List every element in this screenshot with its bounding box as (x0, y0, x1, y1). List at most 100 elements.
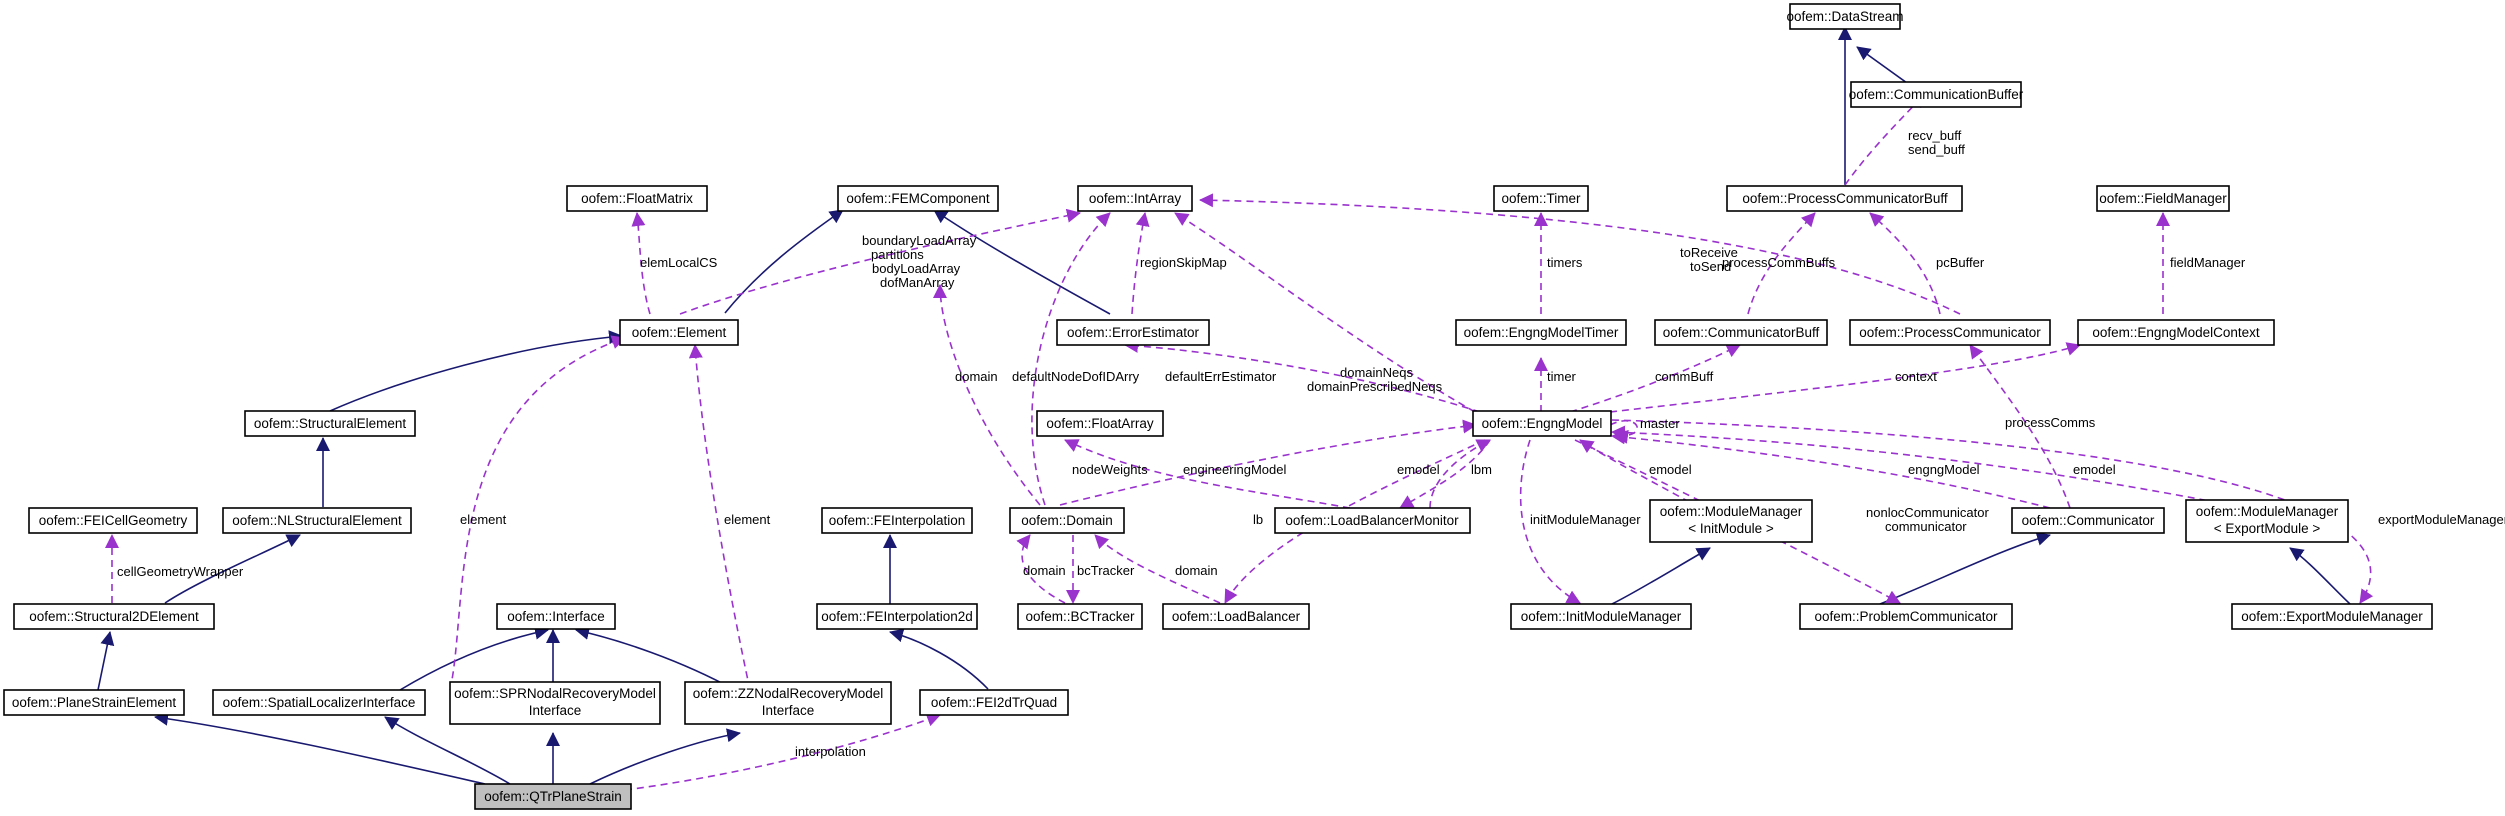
node-fei2dtrquad[interactable]: oofem::FEI2dTrQuad (919, 689, 1069, 716)
node-label: oofem::ZZNodalRecoveryModel (693, 686, 884, 701)
node-domain[interactable]: oofem::Domain (1009, 507, 1125, 534)
node-timer[interactable]: oofem::Timer (1493, 185, 1589, 212)
node-fieldmanager[interactable]: oofem::FieldManager (2096, 185, 2230, 212)
edge-label-emodel-comm: emodel (2073, 462, 2116, 477)
node-problemcommunicator[interactable]: oofem::ProblemCommunicator (1799, 603, 2013, 630)
edge-label-domain-lb: domain (1175, 563, 1218, 578)
node-exportmodulemanager[interactable]: oofem::ExportModuleManager (2231, 603, 2433, 630)
node-loadbalancermonitor[interactable]: oofem::LoadBalancerMonitor (1274, 507, 1471, 534)
node-nlstructuralelement[interactable]: oofem::NLStructuralElement (222, 507, 412, 534)
edge-problemcommunicator-communicator (1879, 532, 2051, 605)
node-label: oofem::IntArray (1089, 191, 1182, 206)
edge-nodeweights (1064, 439, 1351, 509)
edge-defaulterrestimator (1124, 338, 1481, 413)
edge-label-element-left: element (460, 512, 507, 527)
edge-qtrplanestrain-zznodal (589, 728, 741, 785)
node-errorestimator[interactable]: oofem::ErrorEstimator (1056, 319, 1210, 346)
node-label: < InitModule > (1688, 521, 1774, 536)
edge-label-boundaryloadarray: boundaryLoadArray (862, 233, 977, 248)
edge-domain-loadbalancer (1094, 534, 1221, 604)
edge-context (1609, 342, 2081, 413)
node-processcommunicatorbuff[interactable]: oofem::ProcessCommunicatorBuff (1726, 185, 1963, 212)
edge-errorestimator-femcomponent (933, 209, 1111, 315)
node-structuralelement[interactable]: oofem::StructuralElement (244, 410, 416, 437)
edge-label-domain-bc: domain (1023, 563, 1066, 578)
edge-engineeringmodel (1059, 419, 1477, 506)
edge-label-engineeringmodel: engineeringModel (1183, 462, 1286, 477)
node-bctracker[interactable]: oofem::BCTracker (1017, 603, 1143, 630)
node-label: < ExportModule > (2214, 521, 2321, 536)
edge-elemlocalcs (631, 212, 651, 315)
node-label: oofem::FloatMatrix (581, 191, 693, 206)
edge-label-bctracker: bcTracker (1077, 563, 1135, 578)
edge-label-emodel-mm: emodel (1649, 462, 1692, 477)
edge-label-defaulterrestimator: defaultErrEstimator (1165, 369, 1277, 384)
node-feinterpolation[interactable]: oofem::FEInterpolation (821, 507, 973, 534)
node-communicationbuffer[interactable]: oofem::CommunicationBuffer (1849, 81, 2024, 108)
edge-label-timer: timer (1547, 369, 1577, 384)
edge-label-toreceive: toReceive (1680, 245, 1738, 260)
node-engngmodel[interactable]: oofem::EngngModel (1472, 410, 1612, 437)
node-qtrplanestrain[interactable]: oofem::QTrPlaneStrain (474, 783, 632, 810)
node-datastream[interactable]: oofem::DataStream (1786, 3, 1904, 30)
node-loadbalancer[interactable]: oofem::LoadBalancer (1162, 603, 1310, 630)
edge-label-master: master (1640, 416, 1680, 431)
node-floatmatrix[interactable]: oofem::FloatMatrix (566, 185, 708, 212)
edge-label-cellgeometrywrapper: cellGeometryWrapper (117, 564, 244, 579)
node-label: Interface (529, 703, 582, 718)
edge-labels: recv_buff send_buff processCommBuffs pcB… (117, 128, 2505, 759)
node-communicatorbuff[interactable]: oofem::CommunicatorBuff (1654, 319, 1828, 346)
edge-structural2delement-nlstructuralelement (164, 534, 301, 604)
edge-label-defaultnodedofidarry: defaultNodeDofIDArry (1012, 369, 1140, 384)
edge-regionskipmap (1131, 212, 1150, 315)
node-modulemanager-init[interactable]: oofem::ModuleManager< InitModule > (1649, 499, 1813, 543)
node-modulemanager-export[interactable]: oofem::ModuleManager< ExportModule > (2185, 499, 2349, 543)
edge-label-lb: lb (1253, 512, 1263, 527)
node-element[interactable]: oofem::Element (619, 319, 739, 346)
node-label: oofem::CommunicationBuffer (1849, 87, 2024, 102)
node-initmodulemanager[interactable]: oofem::InitModuleManager (1510, 603, 1692, 630)
node-feicellgeometry[interactable]: oofem::FEICellGeometry (28, 507, 198, 534)
node-label: oofem::FieldManager (2099, 191, 2227, 206)
edge-emodel-export (1611, 425, 2231, 506)
node-intarray[interactable]: oofem::IntArray (1077, 185, 1193, 212)
edge-label-lbm: lbm (1471, 462, 1492, 477)
edge-label-communicator: communicator (1885, 519, 1967, 534)
node-engngmodelcontext[interactable]: oofem::EngngModelContext (2077, 319, 2275, 346)
edge-processcomms (1969, 344, 2071, 509)
node-label: oofem::FEInterpolation (829, 513, 966, 528)
node-femcomponent[interactable]: oofem::FEMComponent (837, 185, 999, 212)
node-label: oofem::ProcessCommunicatorBuff (1742, 191, 1948, 206)
node-communicator[interactable]: oofem::Communicator (2011, 507, 2165, 534)
edge-label-processcommbuffs: processCommBuffs (1722, 255, 1836, 270)
node-processcommunicator[interactable]: oofem::ProcessCommunicator (1849, 319, 2051, 346)
node-feinterpolation2d[interactable]: oofem::FEInterpolation2d (816, 603, 978, 630)
edge-processcommbuffs (1747, 212, 1816, 315)
edge-label-exportmodulemanager: exportModuleManager (2378, 512, 2505, 527)
edge-label-domain-top: domain (955, 369, 998, 384)
node-label: oofem::StructuralElement (254, 416, 407, 431)
node-structural2delement[interactable]: oofem::Structural2DElement (13, 603, 215, 630)
node-label: oofem::SpatialLocalizerInterface (223, 695, 416, 710)
node-label: oofem::FEI2dTrQuad (931, 695, 1057, 710)
edge-label-partitions: partitions (871, 247, 924, 262)
edge-label-elemlocalcs: elemLocalCS (640, 255, 718, 270)
node-interface[interactable]: oofem::Interface (496, 603, 616, 630)
node-label: oofem::ProblemCommunicator (1814, 609, 1998, 624)
usage-edges (105, 93, 2374, 791)
node-label: oofem::FEICellGeometry (39, 513, 188, 528)
node-label: oofem::Timer (1501, 191, 1581, 206)
node-label: oofem::PlaneStrainElement (12, 695, 177, 710)
node-label: oofem::EngngModel (1482, 416, 1603, 431)
node-planestrainelement[interactable]: oofem::PlaneStrainElement (3, 689, 185, 716)
edge-label-fieldmanager: fieldManager (2170, 255, 2246, 270)
edge-label-context: context (1895, 369, 1937, 384)
node-label: oofem::ErrorEstimator (1067, 325, 1200, 340)
node-floatarray[interactable]: oofem::FloatArray (1036, 410, 1164, 437)
edge-structuralelement-element (329, 330, 623, 412)
node-spatiallocalizerinterface[interactable]: oofem::SpatialLocalizerInterface (212, 689, 426, 716)
node-engngmodeltimer[interactable]: oofem::EngngModelTimer (1455, 319, 1627, 346)
